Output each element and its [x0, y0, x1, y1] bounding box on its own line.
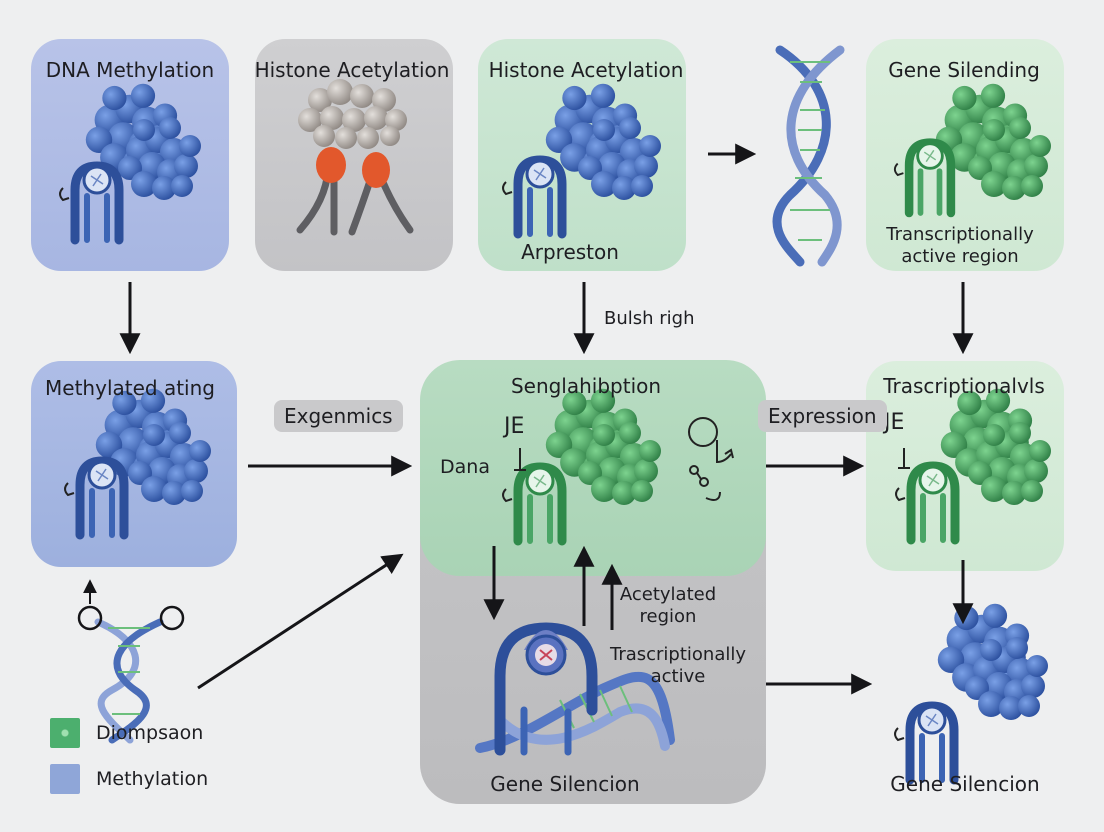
dna-helix-top	[772, 45, 845, 267]
arrows	[119, 143, 974, 695]
protein-complex-5	[503, 388, 661, 541]
annotation-trascriptionally-active: Trascriptionally active	[609, 644, 747, 687]
label-center-title: Senglahibption	[510, 374, 662, 398]
arrow-diagonal	[197, 553, 404, 690]
label-methylated-ating: Methylated ating	[45, 376, 215, 400]
label-arpreston: Arpreston	[521, 240, 619, 264]
label-histone-acetylation-2: Histone Acetylation	[488, 58, 684, 82]
label-histone-acetylation-1: Histone Acetylation	[254, 58, 450, 82]
silenced-gene-graphic	[475, 622, 675, 756]
protein-complex-2	[503, 83, 661, 234]
annotation-bulsh-righ: Bulsh righ	[604, 308, 695, 329]
label-right-mid-title: Trascriptionalvls	[883, 374, 1045, 398]
annotation-acetylated-region: Acetylated region	[619, 584, 717, 627]
label-center-dana: Dana	[440, 456, 490, 478]
protein-complex-6	[896, 388, 1051, 540]
label-gene-silending: Gene Silending	[888, 58, 1040, 82]
label-center-je: JE	[504, 414, 525, 439]
label-right-mid-je: JE	[884, 410, 905, 435]
label-bottom-right: Gene Silencion	[890, 772, 1040, 796]
tag-exgenmics: Exgenmics	[274, 400, 403, 432]
dna-helix-small	[77, 579, 185, 744]
label-dna-methylation: DNA Methylation	[45, 58, 215, 82]
histone-complex	[296, 79, 414, 236]
protein-complex-1	[60, 83, 201, 240]
legend-swatch-diompsaon	[50, 718, 80, 748]
center-je-symbol-bracket	[514, 448, 526, 471]
protein-complex-4	[65, 388, 211, 535]
legend-label-diompsaon: Diompsaon	[96, 722, 204, 744]
label-center-bottom: Gene Silencion	[490, 772, 640, 796]
legend-label-methylation: Methylation	[96, 768, 209, 790]
tag-expression: Expression	[758, 400, 887, 432]
center-process-icons	[688, 417, 734, 501]
protein-complex-7	[895, 603, 1048, 780]
legend-swatch-methylation	[50, 764, 80, 794]
label-transcriptionally-active-region: Transcriptionally active region	[886, 224, 1034, 267]
protein-complex-3	[895, 83, 1051, 213]
